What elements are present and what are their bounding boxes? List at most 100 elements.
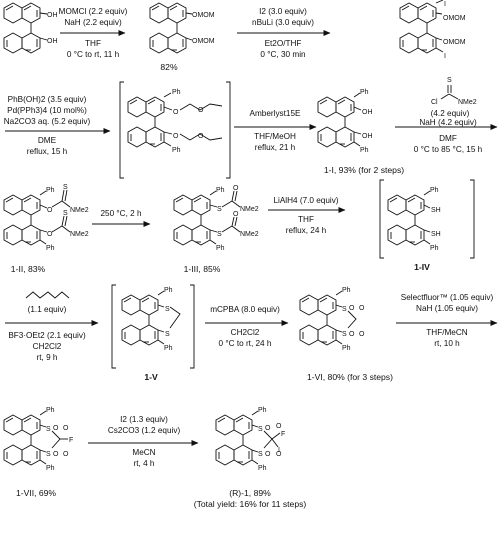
atom-label: Ph bbox=[342, 345, 351, 352]
compound-label: 1-IV bbox=[414, 262, 430, 272]
atom-label: S bbox=[447, 77, 452, 84]
atom-label: Ph bbox=[46, 245, 55, 252]
atom-label: O bbox=[276, 451, 282, 458]
condition-line: DMF bbox=[439, 134, 457, 143]
condition-line: MeCN bbox=[132, 448, 155, 457]
atom-label: O bbox=[198, 107, 204, 114]
dimethoxymethane-reagent bbox=[25, 291, 70, 299]
atom-label: S bbox=[217, 206, 222, 213]
compound-label: 1-V bbox=[144, 372, 158, 382]
atom-label: Ph bbox=[164, 287, 173, 294]
atom-label: S bbox=[46, 426, 51, 433]
bracket-right bbox=[470, 179, 475, 259]
condition-line: rt, 9 h bbox=[37, 353, 58, 362]
atom-label: NMe2 bbox=[70, 207, 89, 214]
atom-label: Ph bbox=[46, 407, 55, 414]
yield-label: 82% bbox=[160, 62, 178, 72]
conditions-step-4: Amberlyst15E THF/MeOH reflux, 21 h bbox=[250, 109, 302, 152]
condition-line: I2 (3.0 equiv) bbox=[259, 7, 307, 16]
condition-line: NaH (4.2 equiv) bbox=[419, 118, 477, 127]
atom-label: OMOM bbox=[443, 39, 466, 46]
condition-line: THF bbox=[298, 215, 314, 224]
atom-label: F bbox=[69, 437, 73, 444]
condition-line: DME bbox=[38, 136, 57, 145]
compound-label: 1-VII, 69% bbox=[16, 488, 56, 498]
condition-line: 0 °C, 30 min bbox=[260, 50, 306, 59]
atom-label: S bbox=[258, 426, 263, 433]
intermediate-1-IV: Ph SH SH Ph bbox=[387, 187, 441, 252]
conditions-step-1: MOMCl (2.2 equiv) NaH (2.2 equiv) THF 0 … bbox=[59, 7, 128, 59]
atom-label: S bbox=[165, 306, 170, 313]
atom-label: S bbox=[217, 231, 222, 238]
atom-label: O bbox=[349, 305, 355, 312]
atom-label: Ph bbox=[216, 187, 225, 194]
condition-line: Pd(PPh3)4 (10 mol%) bbox=[7, 106, 87, 115]
conditions-step-7: LiAlH4 (7.0 equiv) THF reflux, 24 h bbox=[273, 196, 338, 235]
condition-line: (4.2 equiv) bbox=[431, 109, 470, 118]
condition-line: NaH (1.05 equiv) bbox=[416, 304, 478, 313]
compound-label: 1-III, 85% bbox=[184, 264, 221, 274]
atom-label: Ph bbox=[430, 245, 439, 252]
atom-label: Ph bbox=[164, 345, 173, 352]
compound-1-VII: Ph S O O F S O O Ph bbox=[3, 407, 73, 472]
atom-label: O bbox=[53, 451, 59, 458]
atom-label: Ph bbox=[430, 187, 439, 194]
bracket-left bbox=[111, 284, 116, 369]
atom-label: S bbox=[342, 331, 347, 338]
compound-label: (R)-1, 89% bbox=[229, 488, 271, 498]
atom-label: O bbox=[233, 211, 239, 218]
condition-line: reflux, 21 h bbox=[255, 143, 296, 152]
bracket-left bbox=[379, 179, 384, 259]
condition-line: 0 °C to rt, 11 h bbox=[67, 50, 120, 59]
atom-label: O bbox=[173, 133, 179, 140]
atom-label: O bbox=[359, 305, 365, 312]
condition-line: CH2Cl2 bbox=[231, 328, 260, 337]
atom-label: O bbox=[276, 423, 282, 430]
condition-line: Na2CO3 aq. (5.2 equiv) bbox=[4, 117, 91, 126]
atom-label: O bbox=[198, 133, 204, 140]
condition-line: 0 °C to 85 °C, 15 h bbox=[414, 145, 483, 154]
intermediate-1-V: Ph S S Ph bbox=[121, 287, 181, 352]
atom-label: Ph bbox=[258, 465, 267, 472]
compound-1-I: Ph OH OH Ph bbox=[317, 89, 373, 154]
bracket-left bbox=[119, 81, 124, 179]
bracket-right bbox=[226, 81, 231, 179]
atom-label: OH bbox=[362, 133, 373, 140]
conditions-step-9: mCPBA (8.0 equiv) CH2Cl2 0 °C to rt, 24 … bbox=[210, 305, 280, 348]
condition-line: reflux, 15 h bbox=[27, 147, 68, 156]
compound-label: 1-VI, 80% (for 3 steps) bbox=[307, 372, 393, 382]
atom-label: Ph bbox=[342, 287, 351, 294]
atom-label: O bbox=[265, 425, 271, 432]
compound-1-VI: Ph S O O S O O Ph bbox=[299, 287, 365, 352]
total-yield-note: (Total yield: 16% for 11 steps) bbox=[194, 499, 307, 509]
atom-label: O bbox=[359, 331, 365, 338]
conditions-step-11: I2 (1.3 equiv) Cs2CO3 (1.2 equiv) MeCN r… bbox=[108, 415, 181, 468]
atom-label: S bbox=[63, 210, 68, 217]
condition-line: THF bbox=[85, 39, 101, 48]
atom-label: Ph bbox=[216, 245, 225, 252]
atom-label: OMOM bbox=[443, 15, 466, 22]
condition-line: BF3·OEt2 (2.1 equiv) bbox=[8, 331, 86, 340]
condition-line: CH2Cl2 bbox=[33, 342, 62, 351]
condition-line: 0 °C to rt, 24 h bbox=[219, 339, 272, 348]
condition-line: LiAlH4 (7.0 equiv) bbox=[273, 196, 338, 205]
atom-label: O bbox=[47, 207, 53, 214]
atom-label: I bbox=[444, 53, 446, 60]
atom-label: Ph bbox=[46, 187, 55, 194]
atom-label: Ph bbox=[360, 89, 369, 96]
atom-label: O bbox=[63, 425, 69, 432]
atom-label: O bbox=[47, 231, 53, 238]
condition-line: (1.1 equiv) bbox=[28, 305, 67, 314]
atom-label: O bbox=[63, 451, 69, 458]
atom-label: OH bbox=[47, 38, 58, 45]
atom-label: SH bbox=[431, 231, 441, 238]
atom-label: Ph bbox=[172, 89, 181, 96]
conditions-step-8: (1.1 equiv) BF3·OEt2 (2.1 equiv) CH2Cl2 … bbox=[8, 305, 86, 362]
atom-label: O bbox=[233, 185, 239, 192]
compound-label: 1-II, 83% bbox=[11, 264, 46, 274]
atom-label: SH bbox=[431, 207, 441, 214]
condition-line: THF/MeCN bbox=[426, 328, 467, 337]
conditions-step-10: Selectfluor™ (1.05 equiv) NaH (1.05 equi… bbox=[401, 293, 494, 348]
compound-label: 1-I, 93% (for 2 steps) bbox=[324, 165, 404, 175]
conditions-step-3: PhB(OH)2 (3.5 equiv) Pd(PPh3)4 (10 mol%)… bbox=[4, 95, 91, 156]
